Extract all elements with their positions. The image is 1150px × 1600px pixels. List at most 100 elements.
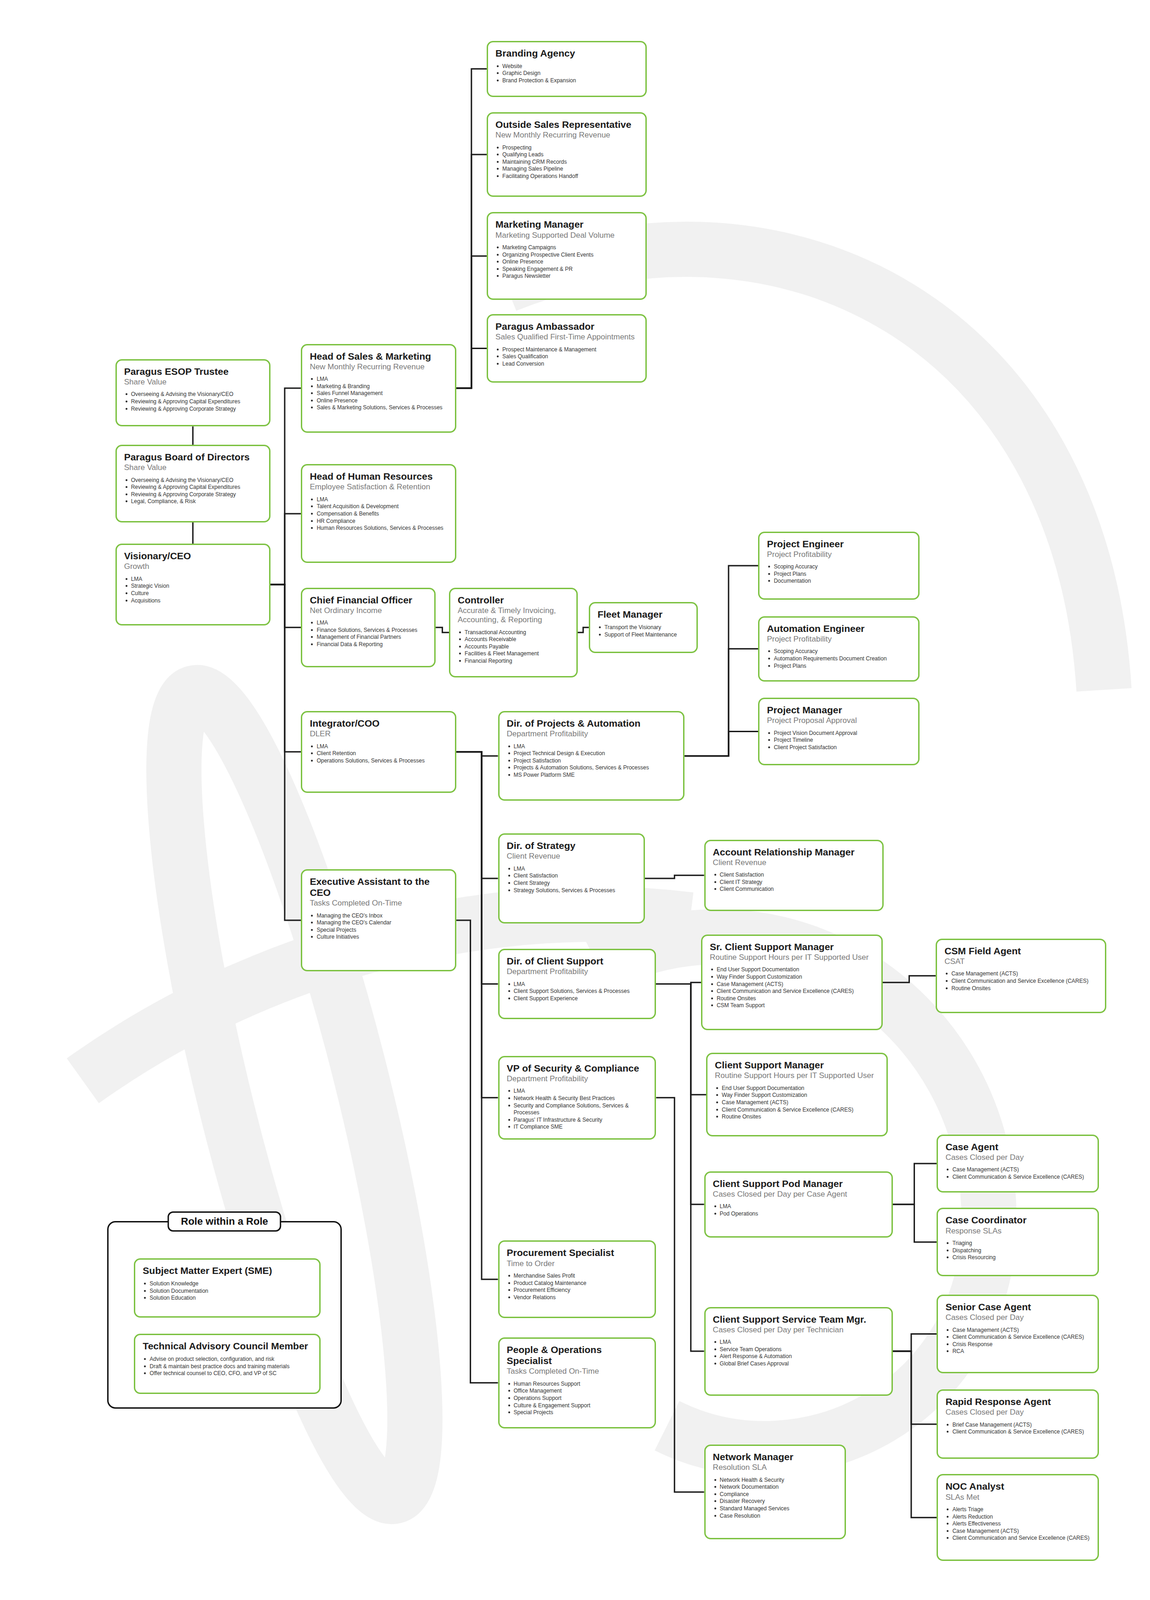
role-box: Marketing ManagerMarketing Supported Dea…: [486, 212, 647, 300]
role-metric: Time to Order: [506, 1259, 648, 1269]
role-metric: Sales Qualified First-Time Appointments: [495, 332, 639, 342]
duty-item: Case Resolution: [713, 1512, 838, 1521]
reporting-line: [882, 976, 936, 983]
duty-item: LMA: [310, 496, 448, 504]
role-title: Automation Engineer: [766, 623, 911, 635]
role-metric: Project Profitability: [766, 550, 911, 560]
duty-item: Client IT Strategy: [713, 879, 875, 887]
duty-item: Online Presence: [496, 258, 639, 266]
role-metric: SLAs Met: [945, 1493, 1091, 1503]
reporting-line: [270, 584, 302, 921]
role-title: Head of Sales & Marketing: [309, 350, 448, 363]
duty-item: Project Plans: [767, 662, 911, 671]
duty-item: Sales & Marketing Solutions, Services & …: [310, 404, 448, 412]
duty-item: Accounts Receivable: [458, 636, 570, 644]
role-title: CSM Field Agent: [944, 945, 1098, 957]
duty-item: Crisis Response: [946, 1341, 1091, 1349]
role-box: Case CoordinatorResponse SLAsTriagingDis…: [936, 1207, 1099, 1277]
role-box: ControllerAccurate & Timely Invoicing, A…: [448, 587, 578, 678]
duty-item: Global Brief Cases Approval: [713, 1360, 885, 1369]
duty-item: Case Management (ACTS): [715, 1099, 880, 1107]
duty-item: Service Team Operations: [713, 1346, 885, 1354]
role-box: Paragus ESOP TrusteeShare ValueOverseein…: [115, 359, 271, 427]
duty-item: Project Timeline: [767, 736, 911, 745]
duty-item: Culture: [125, 590, 262, 598]
duty-item: Security and Compliance Solutions, Servi…: [507, 1102, 648, 1117]
role-box: Automation EngineerProject Profitability…: [758, 616, 920, 682]
duty-item: Network Health & Security: [713, 1477, 838, 1485]
role-title: Dir. of Projects & Automation: [506, 718, 677, 730]
role-title: Sr. Client Support Manager: [709, 941, 874, 953]
duty-item: Draft & maintain best practice docs and …: [143, 1363, 312, 1371]
reporting-line: [456, 752, 499, 879]
duty-item: LMA: [713, 1339, 885, 1347]
role-box: CSM Field AgentCSATCase Management (ACTS…: [935, 938, 1106, 1014]
role-title: Chief Financial Officer: [309, 594, 427, 606]
duty-item: Human Resources Support: [507, 1380, 648, 1389]
duty-item: Alerts Reduction: [946, 1513, 1091, 1522]
reporting-line: [270, 513, 302, 585]
role-box: Head of Human ResourcesEmployee Satisfac…: [300, 464, 456, 564]
reporting-line: [684, 649, 759, 757]
reporting-line: [270, 584, 302, 753]
duty-item: Project Satisfaction: [507, 757, 677, 765]
role-title: Client Support Pod Manager: [713, 1178, 885, 1190]
duty-item: Culture & Engagement Support: [507, 1402, 648, 1410]
duty-item: Case Management (ACTS): [946, 1327, 1091, 1335]
panel-heading: Role within a Role: [167, 1211, 282, 1232]
duty-item: Prospecting: [496, 144, 639, 152]
duty-item: Client Communication & Service Excellenc…: [715, 1106, 880, 1115]
role-metric: Net Ordinary Income: [309, 606, 427, 616]
duty-item: Operations Solutions, Services & Process…: [310, 757, 448, 765]
duty-item: Projects & Automation Solutions, Service…: [507, 764, 677, 772]
role-metric: Growth: [124, 562, 262, 572]
duty-item: Routine Onsites: [715, 1113, 880, 1122]
duty-item: Client Project Satisfaction: [767, 744, 911, 752]
watermark-shape: [82, 249, 1104, 1514]
duty-item: Client Support Solutions, Services & Pro…: [507, 988, 648, 996]
duty-item: Client Satisfaction: [713, 871, 875, 880]
duty-item: Scoping Accuracy: [767, 648, 911, 656]
duty-item: Merchandise Sales Profit: [507, 1272, 648, 1281]
role-metric: Department Profitability: [506, 729, 677, 739]
duty-item: Accounts Payable: [458, 643, 570, 651]
duty-item: Client Retention: [310, 750, 448, 758]
duty-item: Reviewing & Approving Capital Expenditur…: [125, 483, 262, 492]
duty-item: Special Projects: [310, 926, 448, 935]
role-box: Network ManagerResolution SLANetwork Hea…: [704, 1444, 846, 1540]
role-title: Technical Advisory Council Member: [142, 1340, 312, 1352]
role-metric: New Monthly Recurring Revenue: [495, 130, 639, 140]
duty-item: Marketing & Branding: [310, 383, 448, 391]
duty-item: LMA: [507, 743, 677, 751]
role-title: Paragus Ambassador: [495, 321, 639, 333]
duty-item: Managing Sales Pipeline: [496, 165, 639, 173]
duty-item: Client Satisfaction: [507, 872, 637, 880]
role-title: Rapid Response Agent: [945, 1396, 1091, 1408]
duty-item: Operations Support: [507, 1395, 648, 1403]
role-metric: Department Profitability: [506, 967, 648, 977]
duty-item: Online Presence: [310, 397, 448, 405]
duty-item: Maintaining CRM Records: [496, 158, 639, 167]
role-title: Paragus Board of Directors: [124, 451, 262, 463]
duty-item: Standard Managed Services: [713, 1505, 838, 1513]
duty-item: Way Finder Support Customization: [710, 973, 874, 982]
duty-item: Alerts Triage: [946, 1506, 1091, 1514]
duty-item: LMA: [125, 575, 262, 584]
reporting-line: [892, 1351, 937, 1425]
duty-item: End User Support Documentation: [715, 1085, 880, 1093]
legend-panel: Role within a RoleSubject Matter Expert …: [107, 1221, 342, 1409]
reporting-line: [655, 984, 707, 1096]
role-metric: Department Profitability: [506, 1074, 648, 1084]
role-title: Network Manager: [713, 1451, 838, 1463]
role-metric: Project Proposal Approval: [766, 716, 911, 726]
duty-item: Client Communication and Service Excelle…: [946, 1535, 1091, 1543]
duty-item: LMA: [310, 743, 448, 751]
duty-item: Solution Education: [143, 1294, 312, 1303]
duty-item: Reviewing & Approving Corporate Strategy: [125, 491, 262, 499]
role-title: Client Support Manager: [714, 1059, 880, 1071]
reporting-line: [684, 565, 759, 757]
role-box: Dir. of StrategyClient RevenueLMAClient …: [498, 833, 645, 924]
duty-item: Client Communication & Service Excellenc…: [946, 1334, 1091, 1342]
duty-item: Overseeing & Advising the Visionary/CEO: [125, 391, 262, 399]
role-metric: Client Revenue: [506, 851, 637, 862]
